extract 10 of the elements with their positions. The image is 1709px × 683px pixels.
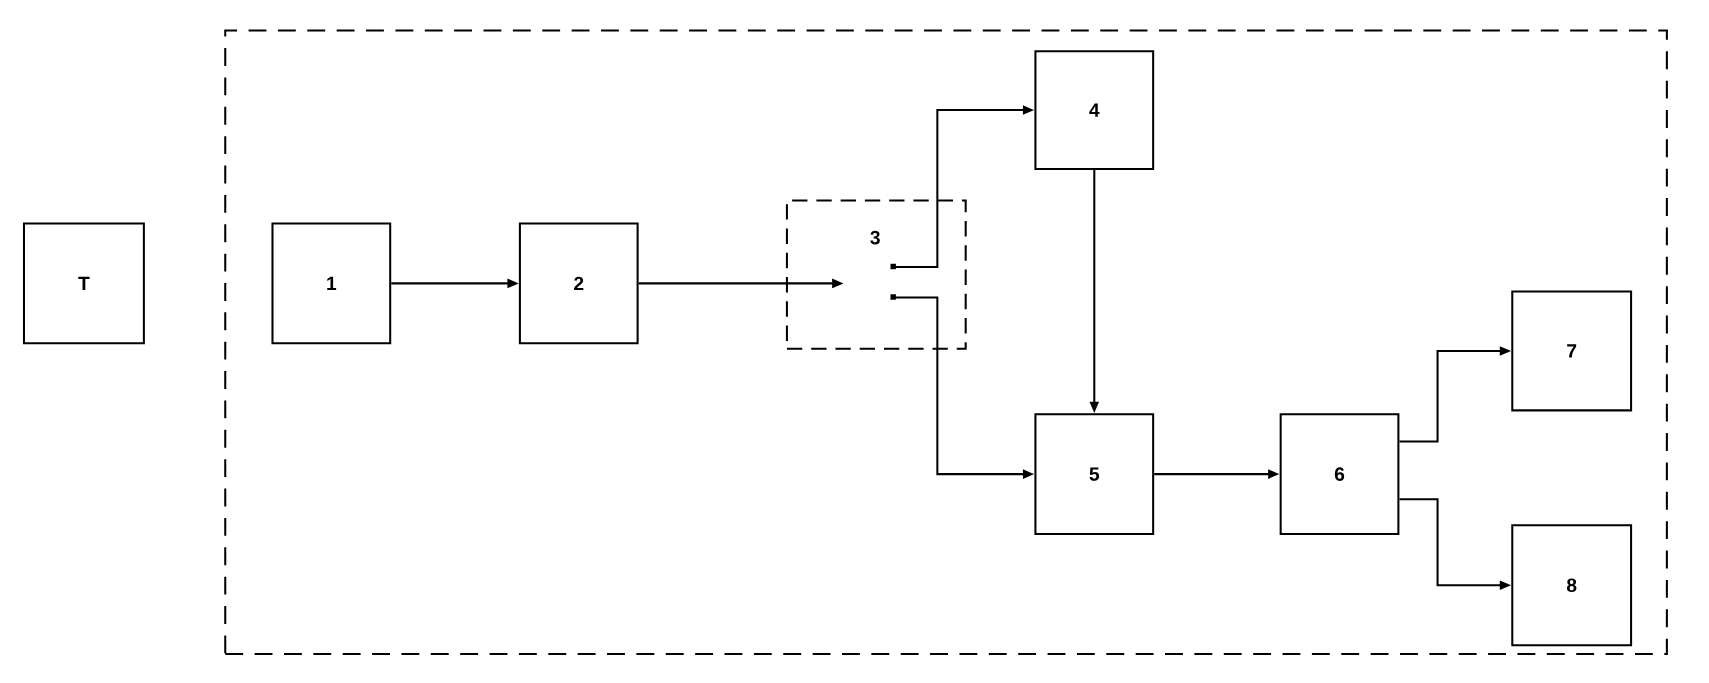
dashed-boundary bbox=[224, 29, 1668, 655]
block-box: 5 bbox=[1034, 412, 1155, 535]
block-box: 2 bbox=[518, 222, 639, 345]
node-label: 3 bbox=[870, 230, 880, 245]
block-box: 8 bbox=[1511, 524, 1633, 647]
block-box: 7 bbox=[1511, 290, 1633, 412]
block-box: 6 bbox=[1279, 412, 1400, 535]
block-box: 4 bbox=[1034, 50, 1155, 170]
block-box: 1 bbox=[271, 222, 392, 345]
block-box: T bbox=[22, 222, 145, 345]
